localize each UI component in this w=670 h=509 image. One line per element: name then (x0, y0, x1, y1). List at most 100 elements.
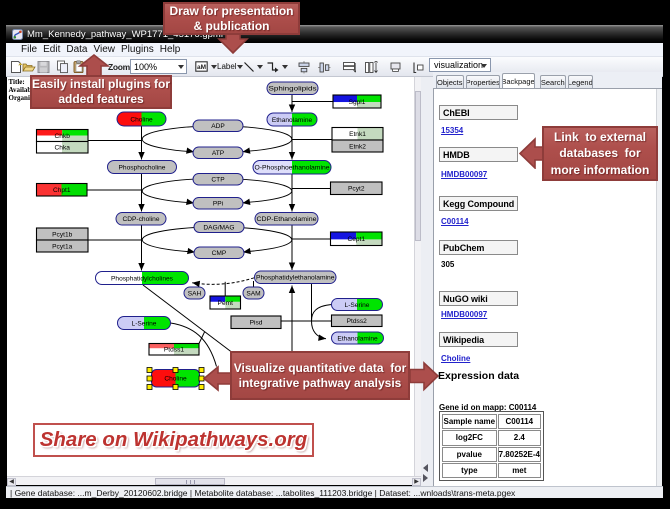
link-wikipedia[interactable]: Choline (441, 354, 471, 363)
pathway-node-cdp-choline[interactable]: CDP-choline (115, 212, 167, 226)
zoom-caret-icon[interactable] (178, 65, 184, 69)
window-titlebar[interactable]: Mm_Kennedy_pathway_WP1771_45176.gpml (6, 25, 663, 43)
canvas-horizontal-scrollbar[interactable]: ◀ ▶ (7, 476, 421, 486)
pathway-node-chkb[interactable]: Chkb (35, 128, 89, 143)
line-caret-icon[interactable] (257, 65, 263, 69)
label-tool[interactable]: Label (217, 62, 237, 71)
tab-search[interactable]: Search (539, 75, 566, 88)
selection-handle[interactable] (172, 384, 179, 390)
pathway-node-chpt1[interactable]: Chpt1 (35, 182, 88, 197)
pathway-node-l-serine-left[interactable]: L-Serine (117, 316, 171, 330)
save-icon[interactable] (37, 60, 50, 74)
link-kegg-id[interactable]: C00114 (441, 217, 469, 226)
align-center-icon[interactable] (297, 60, 311, 74)
splitter-collapse-left-icon[interactable] (423, 464, 428, 472)
pathway-node-cdp-ethanolamine[interactable]: CDP-Ethanolamine (254, 212, 319, 226)
menu-data[interactable]: Data (66, 44, 88, 55)
pathway-node-l-serine-right[interactable]: L-Serine (331, 298, 383, 311)
connector-caret-icon[interactable] (282, 65, 288, 69)
selection-handle[interactable] (146, 384, 153, 390)
node-label: Chka (55, 145, 71, 152)
pathway-node-phosphatidylethanolamine[interactable]: Phosphatidylethanolamine (254, 270, 337, 284)
selection-handle[interactable] (198, 384, 205, 390)
selection-handle[interactable] (172, 367, 179, 373)
thumb-grip-icon (194, 480, 195, 484)
connector-tool-icon[interactable] (266, 61, 279, 73)
pathway-node-sah[interactable]: SAH (183, 286, 206, 300)
pathway-node-dag-mag[interactable]: DAG/MAG (193, 221, 245, 233)
link-chebi-id[interactable]: 15354 (441, 126, 464, 135)
menu-file[interactable]: File (21, 44, 38, 55)
tab-backpage[interactable]: Backpage (501, 73, 535, 88)
panel-scrollbar-gutter[interactable] (656, 89, 662, 486)
paste-icon[interactable] (72, 60, 85, 74)
share-banner: Share on Wikipathways.org (33, 423, 314, 457)
pathway-node-ethanolamine-bottom[interactable]: Ethanolamine (331, 331, 384, 345)
pathway-node-sgpl1[interactable]: Sgpl1 (332, 94, 382, 109)
pathway-node-choline-selected[interactable]: Choline (146, 367, 205, 390)
pathway-node-sam[interactable]: SAM (242, 286, 265, 300)
menu-edit[interactable]: Edit (43, 44, 61, 55)
selection-handle[interactable] (146, 367, 153, 373)
panel-splitter[interactable] (421, 77, 433, 486)
tab-objects[interactable]: Objects (436, 75, 464, 88)
menu-help[interactable]: Help (159, 44, 181, 55)
group-icon[interactable] (412, 61, 425, 74)
link-hmdb-id[interactable]: HMDB00097 (441, 170, 488, 179)
pathway-node-etnk2[interactable]: Etnk2 (331, 139, 384, 153)
zoom-combobox[interactable]: 100% (130, 59, 187, 74)
pathway-node-ptdss2[interactable]: Ptdss2 (330, 314, 383, 328)
align-middle-icon[interactable] (318, 61, 332, 74)
scroll-right-button[interactable]: ▶ (412, 478, 421, 486)
selection-handle[interactable] (146, 375, 153, 382)
pathway-node-pcyt1b[interactable]: Pcyt1b (35, 227, 89, 241)
tab-properties[interactable]: Properties (466, 75, 500, 88)
visualization-caret-icon[interactable] (481, 64, 487, 68)
scroll-left-button[interactable]: ◀ (7, 478, 16, 486)
pathway-node-choline-top[interactable]: Choline (116, 111, 167, 127)
pathway-node-atp[interactable]: ATP (192, 146, 244, 159)
pathway-node-pisd[interactable]: Pisd (230, 315, 282, 330)
pathway-node-sphingolipids[interactable]: Sphingolipids (266, 81, 319, 95)
tab-legend[interactable]: Legend (567, 75, 593, 88)
label-caret-icon[interactable] (237, 65, 243, 69)
pathway-node-cmp[interactable]: CMP (193, 246, 245, 259)
splitter-collapse-right-icon[interactable] (423, 474, 428, 482)
edge-arrowhead-icon (138, 204, 145, 212)
pathway-node-o-phosphoethanolamine[interactable]: O-Phosphoethanolamine (252, 160, 332, 175)
common-size-icon[interactable] (389, 61, 402, 73)
horizontal-scroll-thumb[interactable] (155, 478, 225, 485)
line-tool-icon[interactable] (243, 61, 255, 73)
open-icon[interactable] (22, 60, 36, 74)
pathway-node-chka[interactable]: Chka (35, 140, 89, 154)
pathway-node-ctp[interactable]: CTP (192, 173, 244, 186)
canvas-vertical-scrollbar[interactable] (414, 77, 421, 476)
pathway-node-pemt[interactable]: Pemt (209, 295, 242, 310)
visualization-combobox[interactable]: visualization (429, 58, 491, 72)
pathway-node-phosphatidylcholines[interactable]: Phosphatidylcholines (95, 271, 189, 285)
new-file-icon[interactable] (10, 60, 23, 74)
pathway-node-ptdss1[interactable]: Ptdss1 (148, 342, 200, 356)
pathway-node-pcyt2[interactable]: Pcyt2 (329, 181, 383, 196)
pathway-node-pcyt1a[interactable]: Pcyt1a (35, 239, 89, 253)
copy-icon[interactable] (56, 60, 69, 74)
node-label: L-Serine (132, 320, 157, 327)
stack-horizontal-icon[interactable] (342, 61, 356, 74)
stack-vertical-icon[interactable] (364, 60, 379, 74)
pathway-node-ppi[interactable]: PPi (192, 197, 244, 210)
menu-plugins[interactable]: Plugins (120, 44, 154, 55)
vertical-scroll-thumb[interactable] (415, 91, 421, 241)
menu-view[interactable]: View (93, 44, 115, 55)
pathway-node-etnk1[interactable]: Etnk1 (331, 126, 384, 141)
link-nugo-id[interactable]: HMDB00097 (441, 310, 488, 319)
node-label: Chkb (55, 133, 71, 140)
pathway-node-adp[interactable]: ADP (192, 119, 244, 132)
pathway-node-cept1[interactable]: Cept1 (329, 231, 383, 247)
datanode-caret-icon[interactable] (211, 65, 217, 69)
side-panel-tabs: Objects Properties Backpage Search Legen… (433, 72, 662, 88)
datanode-tool-icon[interactable]: aM (195, 61, 208, 72)
selection-handle[interactable] (198, 367, 205, 373)
pathway-node-phosphocholine[interactable]: Phosphocholine (107, 160, 177, 174)
pathway-node-ethanolamine-top[interactable]: Ethanolamine (266, 112, 318, 127)
